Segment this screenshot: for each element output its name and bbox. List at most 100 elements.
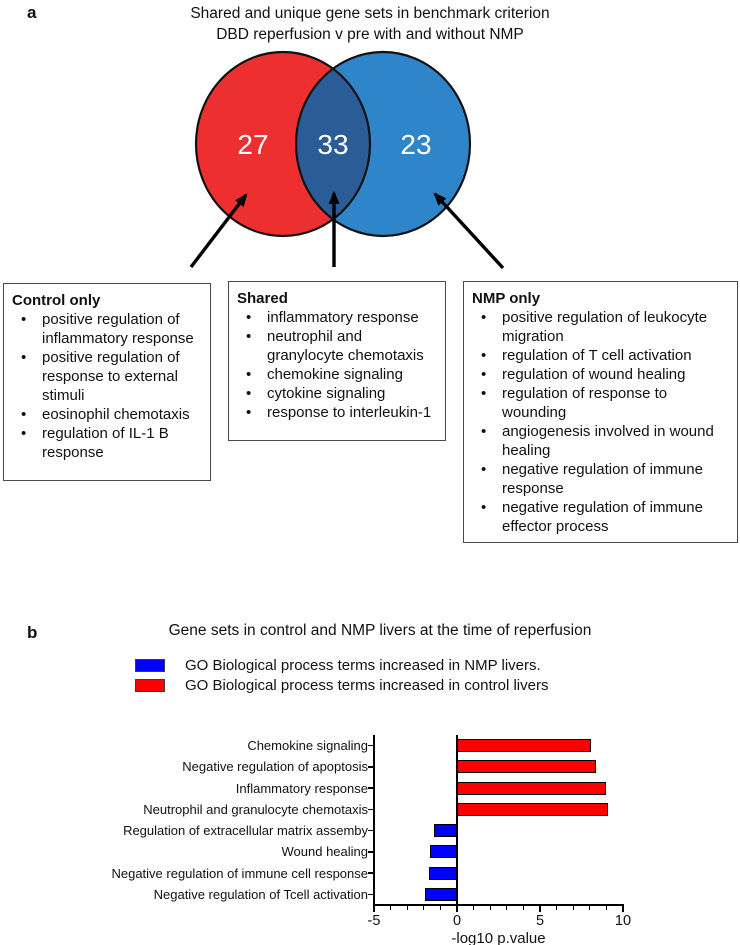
x-minor-tick bbox=[555, 905, 558, 910]
category-tick bbox=[367, 851, 375, 853]
bullet-icon: • bbox=[21, 311, 27, 328]
nmp-only-box-list: •positive regulation of leukocyte migrat… bbox=[472, 308, 729, 536]
x-major-tick bbox=[622, 905, 624, 912]
legend-label-nmp: GO Biological process terms increased in… bbox=[185, 657, 541, 674]
x-axis-line bbox=[373, 904, 624, 906]
legend-label-control: GO Biological process terms increased in… bbox=[185, 677, 549, 694]
bar-positive bbox=[457, 739, 592, 753]
category-tick bbox=[367, 787, 375, 789]
shared-box-title: Shared bbox=[237, 290, 288, 307]
bullet-icon: • bbox=[246, 366, 252, 383]
bar-positive bbox=[457, 802, 609, 816]
nmp-only-box: NMP only •positive regulation of leukocy… bbox=[463, 281, 738, 543]
category-label: Chemokine signaling bbox=[247, 738, 368, 754]
y-axis-left-spine bbox=[373, 735, 375, 904]
x-minor-tick bbox=[423, 905, 425, 910]
control-only-box-title: Control only bbox=[12, 292, 101, 309]
list-item: •neutrophil and granylocyte chemotaxis bbox=[246, 328, 424, 364]
list-item: •regulation of T cell activation bbox=[481, 347, 692, 364]
x-axis-title: -log10 p.value bbox=[451, 930, 546, 945]
list-item: •angiogenesis involved in wound healing bbox=[481, 423, 714, 459]
shared-box-list: •inflammatory response •neutrophil and gr… bbox=[237, 308, 437, 422]
x-minor-tick bbox=[572, 905, 574, 910]
bullet-icon: • bbox=[481, 309, 487, 326]
list-item: •positive regulation of inflammatory res… bbox=[21, 311, 194, 347]
legend-swatch-nmp-blue bbox=[135, 659, 165, 672]
venn-left-count: 27 bbox=[237, 129, 268, 160]
x-minor-tick bbox=[389, 905, 392, 910]
list-item: •cytokine signaling bbox=[246, 385, 386, 402]
venn-diagram: 27 33 23 bbox=[189, 50, 505, 270]
bar-positive bbox=[457, 760, 597, 774]
list-item: •negative regulation of immune response bbox=[481, 461, 703, 497]
bullet-icon: • bbox=[481, 385, 487, 402]
category-tick bbox=[367, 744, 375, 747]
bullet-icon: • bbox=[246, 385, 252, 402]
venn-right-count: 23 bbox=[400, 129, 431, 160]
list-item: •chemokine signaling bbox=[246, 366, 403, 383]
venn-right-outline bbox=[294, 50, 472, 238]
bar-negative bbox=[425, 887, 457, 901]
x-minor-tick bbox=[522, 905, 525, 910]
bullet-icon: • bbox=[481, 461, 487, 478]
panel-a-title-line1: Shared and unique gene sets in benchmark… bbox=[190, 5, 550, 22]
bullet-icon: • bbox=[481, 366, 487, 383]
nmp-only-box-title: NMP only bbox=[472, 290, 541, 307]
category-tick bbox=[367, 808, 375, 811]
bar-negative bbox=[428, 866, 457, 880]
bullet-icon: • bbox=[246, 328, 252, 345]
x-tick-label: -5 bbox=[367, 913, 381, 929]
x-major-tick bbox=[456, 905, 458, 912]
arrow-to-nmp bbox=[433, 192, 505, 270]
category-label: Negative regulation of apoptosis bbox=[182, 759, 368, 775]
control-only-box-list: •positive regulation of inflammatory res… bbox=[12, 310, 202, 462]
list-item: •response to interleukin-1 bbox=[246, 404, 432, 421]
x-tick-label: 0 bbox=[452, 913, 462, 929]
bullet-icon: • bbox=[21, 349, 27, 366]
venn-left-outline bbox=[194, 50, 372, 238]
bullet-icon: • bbox=[21, 406, 27, 423]
category-label: Negative regulation of Tcell activation bbox=[153, 886, 368, 902]
bar-negative bbox=[433, 824, 457, 838]
bullet-icon: • bbox=[481, 499, 487, 516]
list-item: •negative regulation of immune effector … bbox=[481, 499, 703, 535]
category-label: Negative regulation of immune cell respo… bbox=[111, 865, 368, 881]
venn-overlap-region bbox=[296, 52, 370, 236]
category-label: Wound healing bbox=[281, 844, 369, 860]
x-tick-label: 10 bbox=[614, 913, 632, 929]
x-minor-tick bbox=[406, 905, 408, 910]
bullet-icon: • bbox=[246, 404, 252, 421]
x-major-tick bbox=[373, 905, 375, 912]
control-only-box: Control only •positive regulation of inf… bbox=[3, 283, 211, 481]
list-item: •regulation of wound healing bbox=[481, 366, 686, 383]
x-major-tick bbox=[539, 905, 541, 912]
x-minor-tick bbox=[472, 905, 475, 910]
bar-positive bbox=[457, 781, 607, 795]
zero-baseline bbox=[456, 735, 458, 904]
category-label: Inflammatory response bbox=[235, 780, 368, 796]
list-item: •positive regulation of leukocyte migrat… bbox=[481, 309, 708, 345]
category-tick bbox=[367, 893, 375, 896]
x-minor-tick bbox=[506, 905, 508, 910]
shared-box: Shared •inflammatory response •neutrophil… bbox=[228, 281, 446, 441]
x-minor-tick bbox=[589, 905, 591, 910]
list-item: •inflammatory response bbox=[246, 309, 419, 326]
x-minor-tick bbox=[605, 905, 608, 910]
category-label: Regulation of extracellular matrix assem… bbox=[123, 823, 368, 839]
panel-a-title-line2: DBD reperfusion v pre with and without N… bbox=[216, 26, 524, 43]
legend-swatch-control-red bbox=[135, 679, 165, 692]
bullet-icon: • bbox=[481, 423, 487, 440]
panel-a-title: Shared and unique gene sets in benchmark… bbox=[0, 3, 740, 45]
x-minor-tick bbox=[489, 905, 491, 910]
category-label: Neutrophil and granulocyte chemotaxis bbox=[143, 801, 368, 817]
bullet-icon: • bbox=[481, 347, 487, 364]
panel-b-label: b bbox=[27, 623, 38, 642]
panel-b-title: Gene sets in control and NMP livers at t… bbox=[168, 622, 592, 639]
category-tick bbox=[367, 829, 375, 832]
list-item: •regulation of IL-1 B response bbox=[21, 425, 169, 461]
list-item: •positive regulation of response to exte… bbox=[21, 349, 180, 404]
x-minor-tick bbox=[439, 905, 442, 910]
list-item: •eosinophil chemotaxis bbox=[21, 406, 190, 423]
venn-overlap-count: 33 bbox=[317, 129, 348, 160]
